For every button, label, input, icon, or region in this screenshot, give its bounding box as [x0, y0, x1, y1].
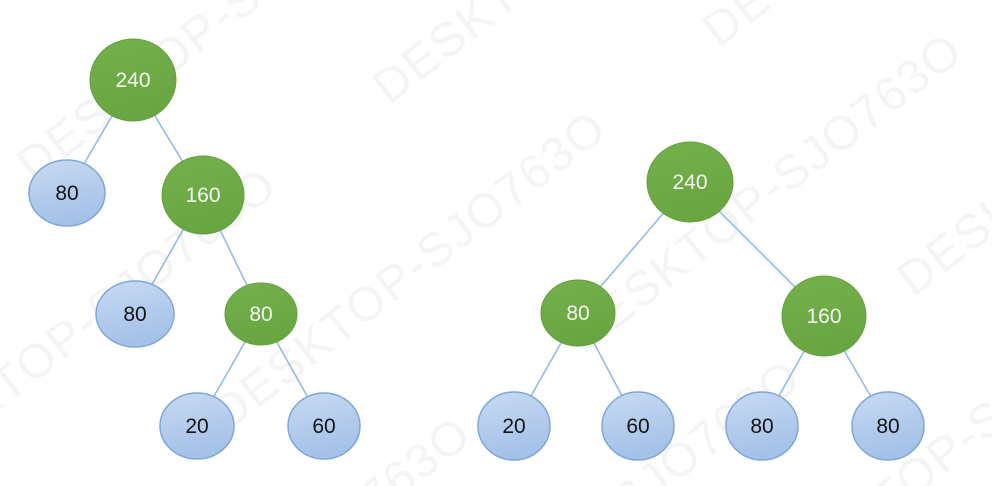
tree-node-label: 20 — [185, 415, 208, 438]
tree-node-240-green — [646, 141, 734, 223]
tree-node-20-blue — [477, 391, 551, 461]
tree-node-160-green — [161, 155, 245, 235]
tree-node-60-blue — [287, 392, 361, 460]
tree-node-label: 240 — [115, 69, 150, 92]
tree-node-label: 160 — [806, 305, 841, 328]
tree-node-label: 80 — [249, 303, 272, 326]
tree-node-60-blue — [601, 391, 675, 461]
tree-node-80-blue — [28, 159, 106, 227]
right-tree-balanced: 240 80 160 20 60 80 80 — [477, 141, 925, 461]
tree-node-80-blue — [851, 391, 925, 461]
tree-node-label: 20 — [502, 415, 525, 438]
tree-node-label: 80 — [876, 415, 899, 438]
tree-node-label: 160 — [185, 184, 220, 207]
tree-node-label: 80 — [750, 415, 773, 438]
tree-node-label: 60 — [626, 415, 649, 438]
tree-node-label: 80 — [566, 302, 589, 325]
tree-node-80-green — [540, 279, 616, 347]
tree-node-20-blue — [159, 392, 235, 460]
tree-node-label: 240 — [672, 171, 707, 194]
left-tree-unbalanced: 240 80 160 80 80 20 60 — [28, 38, 361, 460]
tree-node-80-green — [224, 282, 298, 346]
tree-node-label: 80 — [55, 182, 78, 205]
tree-node-160-green — [781, 275, 867, 357]
tree-node-80-blue — [725, 391, 799, 461]
tree-node-80-blue — [95, 280, 175, 348]
tree-node-label: 80 — [123, 303, 146, 326]
tree-node-label: 60 — [312, 415, 335, 438]
tree-node-240-green — [89, 38, 177, 122]
